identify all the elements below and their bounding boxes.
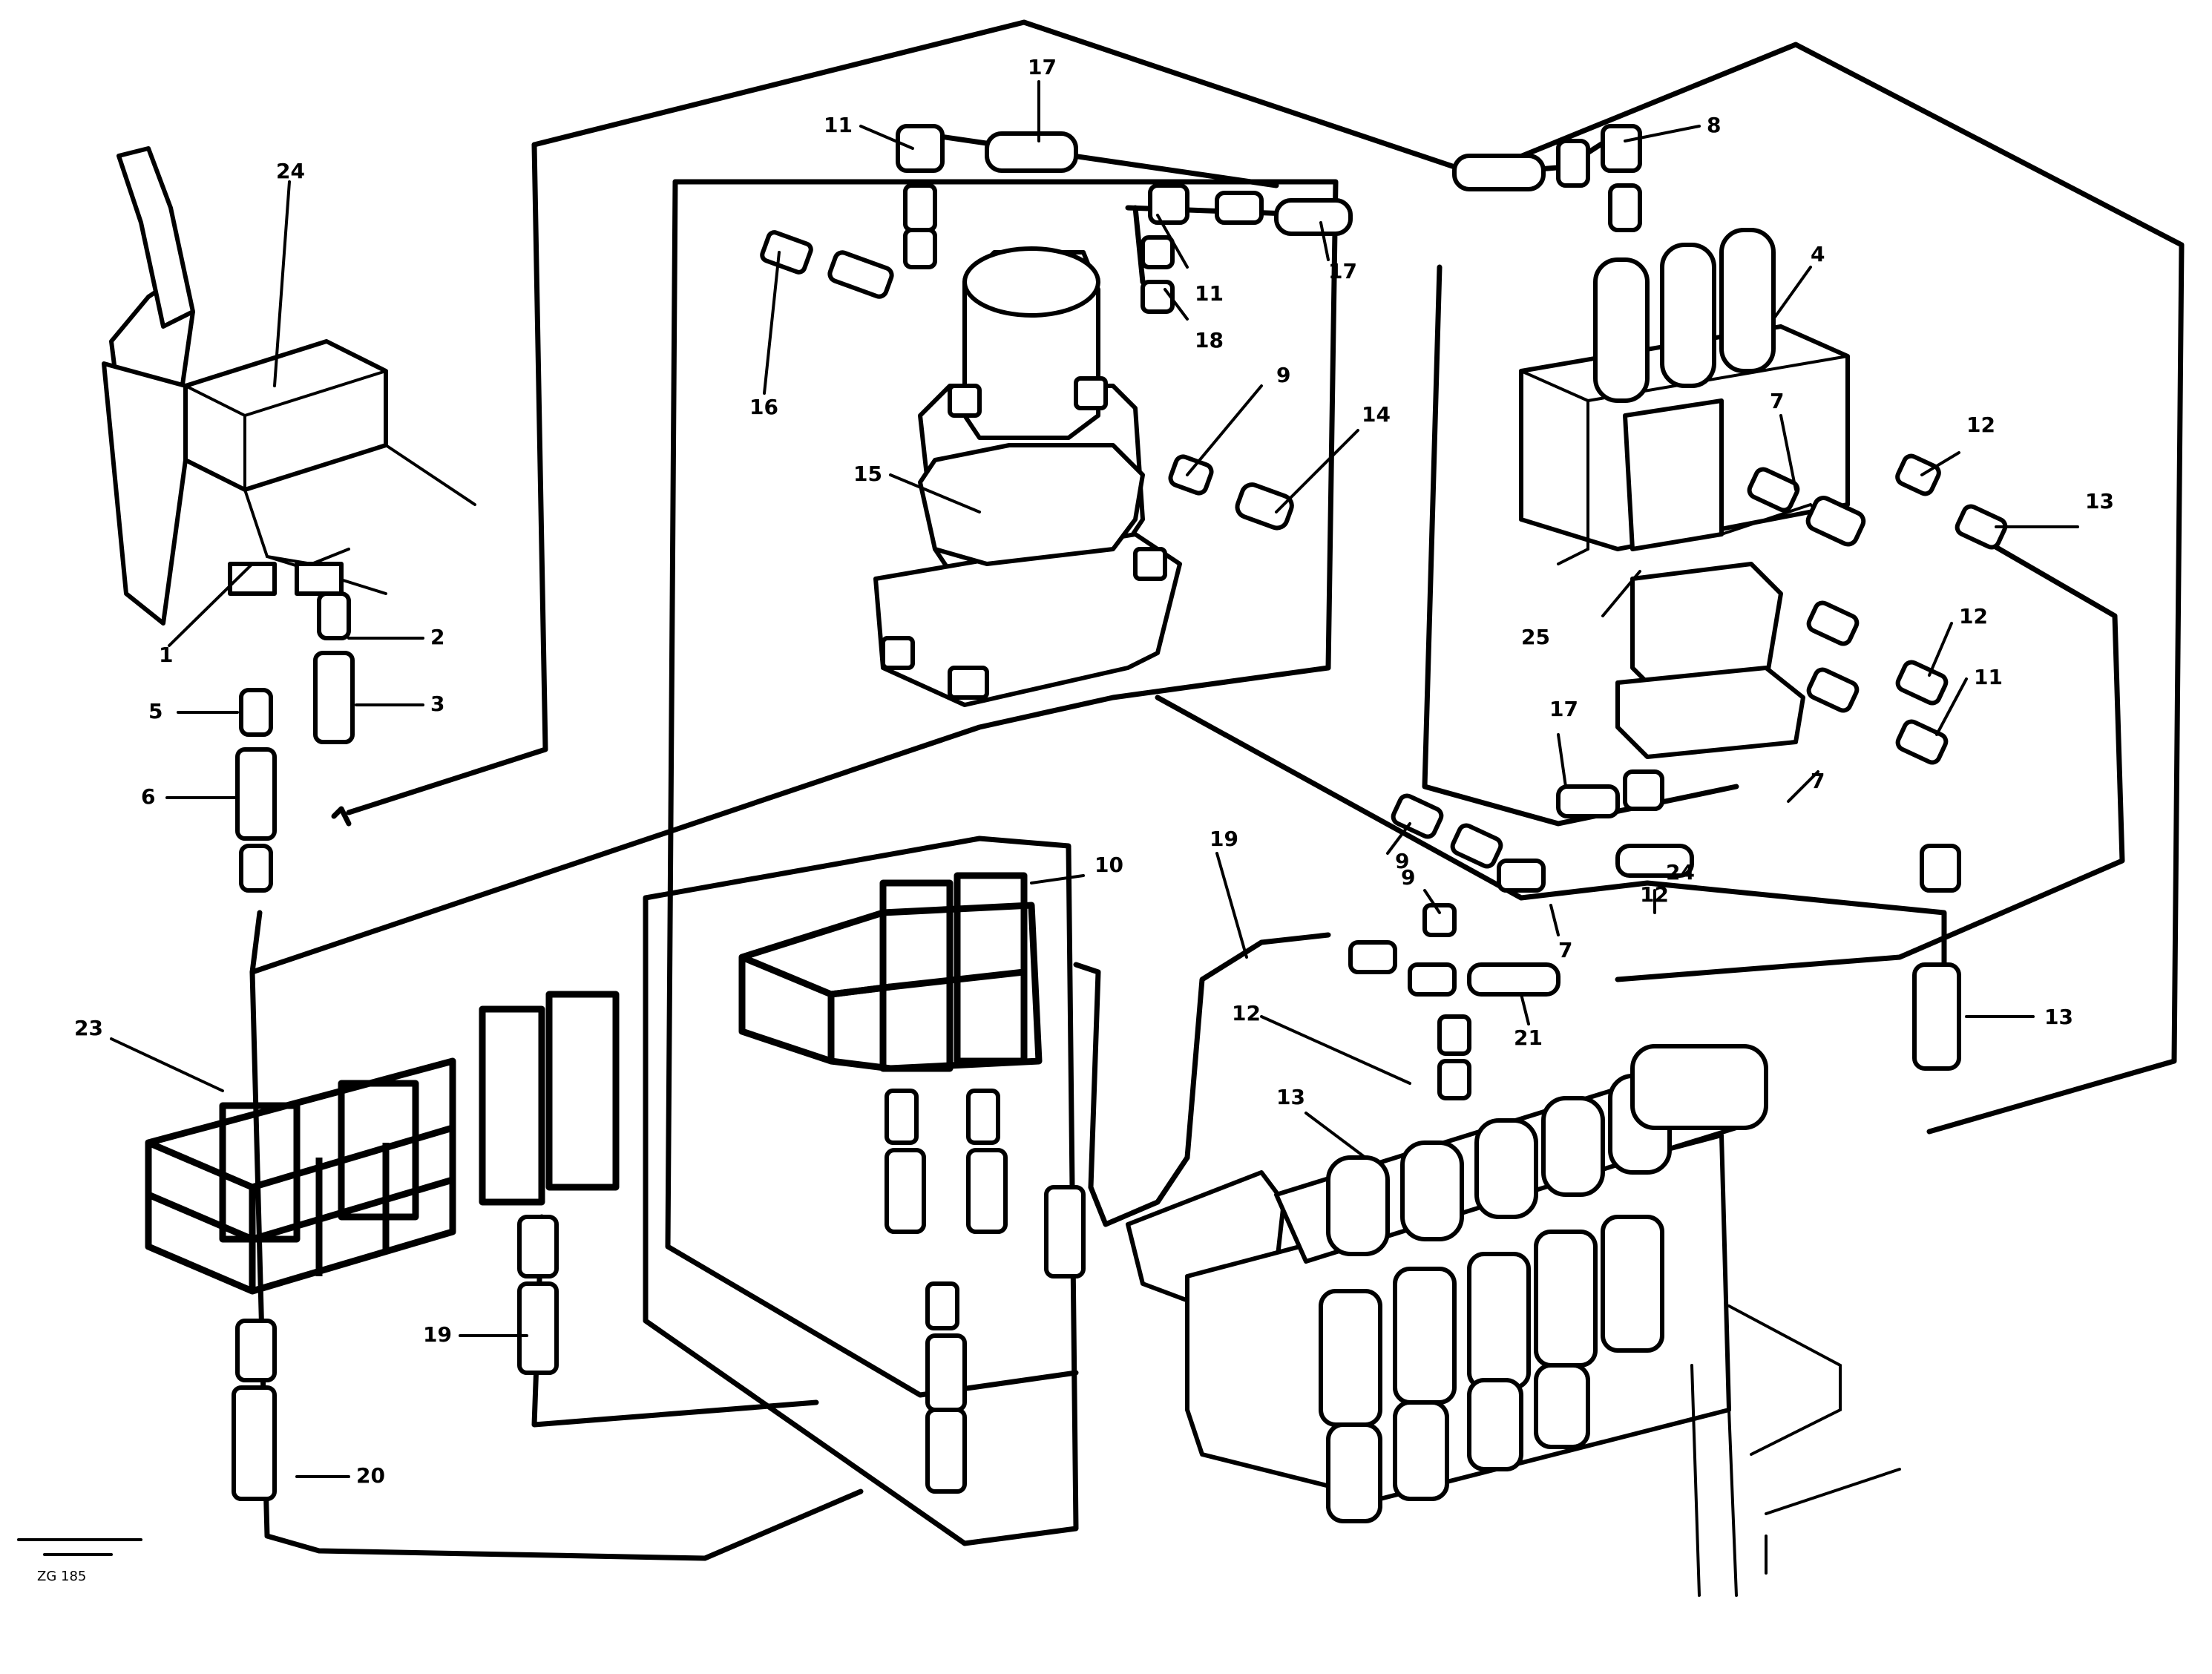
solenoid-block-center — [738, 872, 1043, 1072]
fittings-left — [232, 591, 559, 1501]
callout: 14 — [1362, 402, 1391, 427]
callout: 11 — [1974, 665, 2003, 689]
solenoid-block-left — [145, 991, 620, 1295]
callout: 7 — [1770, 389, 1784, 413]
callout: 21 — [1514, 1025, 1543, 1050]
callout: 2 — [430, 625, 444, 649]
right-valve-block — [1519, 228, 1850, 759]
main-control-valve — [1126, 1044, 1901, 1597]
callout: 16 — [749, 395, 778, 419]
callout: 13 — [2044, 1005, 2073, 1029]
callout: 7 — [1811, 769, 1825, 793]
callout: 17 — [1328, 259, 1357, 283]
callout: 12 — [1640, 882, 1669, 907]
callout: 8 — [1707, 113, 1721, 137]
leader-lines — [110, 80, 2079, 1478]
callout: 19 — [423, 1322, 452, 1347]
reference-code: ZG 185 — [37, 1569, 86, 1584]
callout: 11 — [824, 113, 853, 137]
callout: 10 — [1094, 853, 1123, 877]
callout: 6 — [141, 784, 155, 809]
callout: 3 — [430, 692, 444, 716]
callout: 1 — [159, 643, 173, 667]
callout: 19 — [1210, 827, 1238, 851]
callout-labels: 24 1 2 3 5 6 17 11 16 11 17 18 9 14 15 8… — [74, 55, 2114, 1488]
callout: 18 — [1195, 328, 1224, 352]
callout: 17 — [1549, 697, 1578, 721]
callout: 17 — [1028, 55, 1057, 79]
callout: 15 — [853, 462, 882, 486]
fittings-right — [1348, 453, 2008, 1100]
callout: 24 — [276, 159, 305, 183]
callout: 13 — [2085, 489, 2114, 513]
callout: 9 — [1395, 849, 1409, 873]
callout: 9 — [1276, 363, 1290, 387]
central-valve-unit — [873, 246, 1182, 707]
callout: 5 — [148, 699, 163, 723]
callout: 23 — [74, 1016, 103, 1040]
callout: 25 — [1521, 625, 1550, 649]
callout: 12 — [1959, 604, 1988, 628]
callout: 20 — [356, 1463, 385, 1488]
fittings-top — [760, 124, 1642, 531]
callout: 12 — [1966, 413, 1995, 437]
fittings-center-columns — [885, 1089, 1086, 1494]
callout: 7 — [1558, 938, 1572, 962]
callout: 4 — [1811, 242, 1825, 266]
control-lever-assembly — [102, 146, 476, 626]
callout: 11 — [1195, 281, 1224, 306]
callout: 9 — [1401, 865, 1415, 890]
reference-block: ZG 185 — [17, 1538, 142, 1584]
callout: 24 — [1666, 860, 1695, 884]
callout: 12 — [1232, 1001, 1261, 1025]
callout: 13 — [1276, 1085, 1305, 1109]
